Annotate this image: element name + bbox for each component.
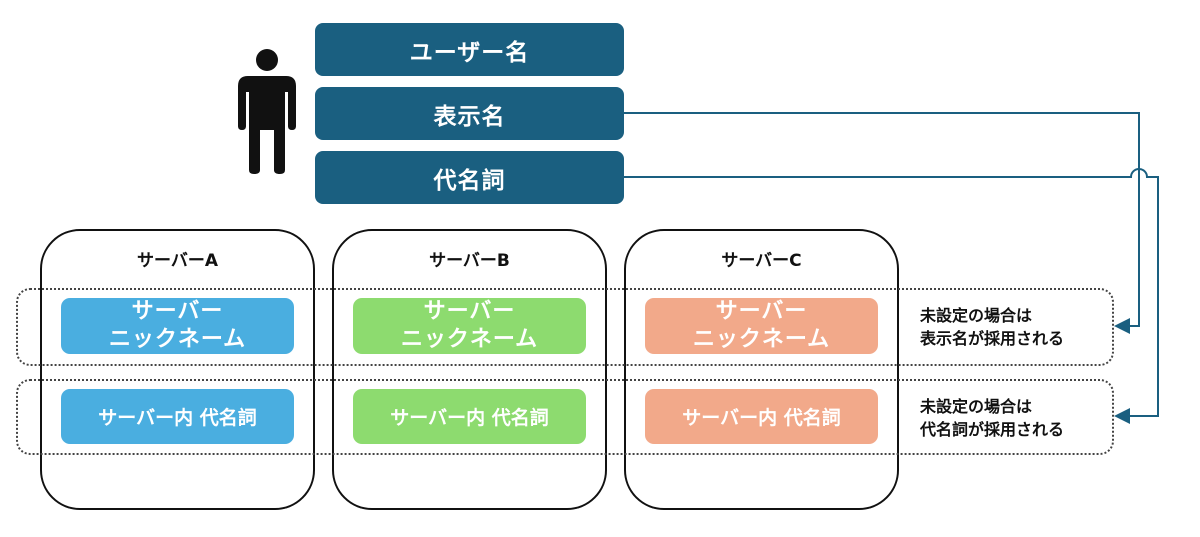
server-card-b (332, 229, 607, 510)
person-icon (238, 49, 296, 174)
display-name-connector (624, 112, 1140, 334)
nickname-line-2: ニックネーム (692, 327, 831, 352)
nickname-line-1: サーバー (715, 299, 808, 324)
server-title-a: サーバーA (137, 251, 218, 271)
note-line: 未設定の場合は (920, 306, 1033, 325)
display-name-box: 表示名 (315, 87, 624, 140)
nickname-line-1: サーバー (131, 299, 224, 324)
username-box: ユーザー名 (315, 23, 624, 76)
server-c-nickname: サーバー ニックネーム (645, 298, 878, 354)
server-c-pronoun: サーバー内 代名詞 (645, 389, 878, 444)
pronoun-row (16, 379, 1114, 455)
nickname-row (16, 288, 1114, 366)
server-b-pronoun: サーバー内 代名詞 (353, 389, 586, 444)
server-a-pronoun: サーバー内 代名詞 (61, 389, 294, 444)
nickname-line-1: サーバー (423, 299, 516, 324)
server-card-a (40, 229, 315, 510)
nickname-fallback-note: 未設定の場合は 表示名が採用される (920, 304, 1105, 350)
server-title-c: サーバーC (721, 251, 802, 271)
server-title-b: サーバーB (429, 251, 510, 271)
pronoun-connector (624, 168, 1159, 424)
pronoun-fallback-note: 未設定の場合は 代名詞が採用される (920, 395, 1105, 441)
nickname-line-2: ニックネーム (108, 327, 247, 352)
note-line: 未設定の場合は (920, 397, 1033, 416)
nickname-line-2: ニックネーム (400, 327, 539, 352)
server-card-c (624, 229, 899, 510)
server-a-nickname: サーバー ニックネーム (61, 298, 294, 354)
note-line: 代名詞が採用される (920, 420, 1065, 439)
server-b-nickname: サーバー ニックネーム (353, 298, 586, 354)
pronoun-box: 代名詞 (315, 151, 624, 204)
note-line: 表示名が採用される (920, 329, 1065, 348)
